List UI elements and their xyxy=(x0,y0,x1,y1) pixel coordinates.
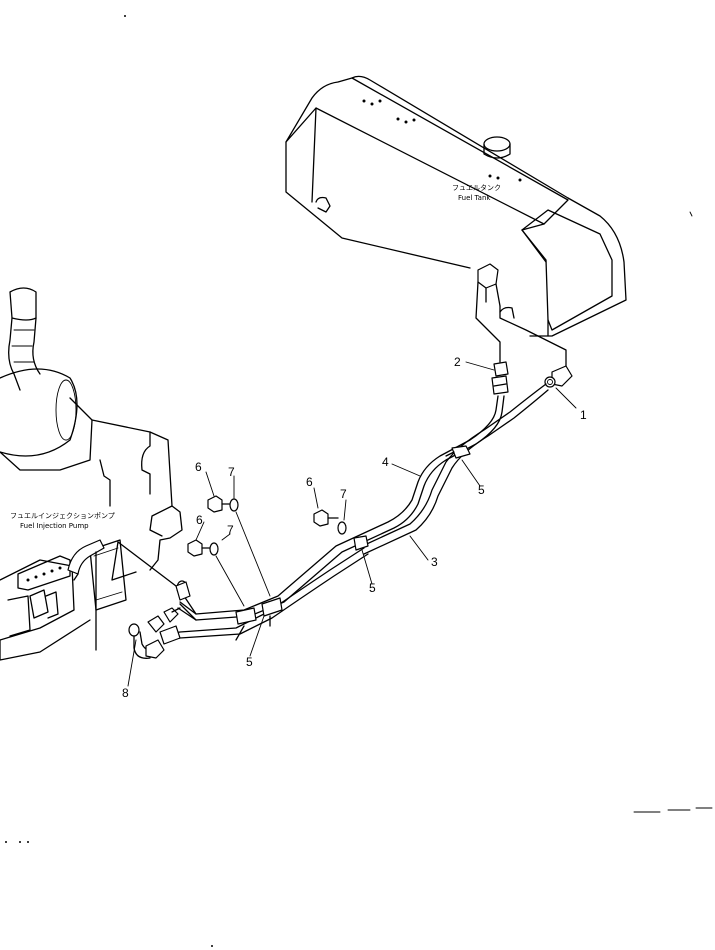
fuel-tank-label-en: Fuel Tank xyxy=(458,194,491,202)
connector-bolts xyxy=(147,607,181,645)
callout-5-lower: 5 xyxy=(246,655,253,669)
pump-upper-fitting xyxy=(175,580,191,601)
fitting-2 xyxy=(491,361,509,395)
fitting-1 xyxy=(544,365,573,388)
callout-3: 3 xyxy=(431,555,438,569)
callout-6-right: 6 xyxy=(306,475,313,489)
bolt-6-middle xyxy=(187,539,213,557)
callout-7-middle: 7 xyxy=(227,523,234,537)
callout-6-upper: 6 xyxy=(195,460,202,474)
callout-5-middle: 5 xyxy=(369,581,376,595)
bolt-6-right xyxy=(313,509,339,527)
callout-5-upper: 5 xyxy=(478,483,485,497)
engine-block xyxy=(0,287,183,661)
scan-marks xyxy=(5,15,713,947)
pump-label-en: Fuel Injection Pump xyxy=(20,522,89,530)
callout-4: 4 xyxy=(382,455,389,469)
fuel-tank-label-jp: フュエルタンク xyxy=(452,183,501,192)
clamp-5-upper xyxy=(445,445,471,459)
washer-7-middle xyxy=(209,542,219,556)
washer-7-right xyxy=(337,521,347,535)
callout-7-upper: 7 xyxy=(228,465,235,479)
pump-label: フュエルインジェクションポンプ Fuel Injection Pump xyxy=(10,512,115,530)
callout-6-middle: 6 xyxy=(196,513,203,527)
callout-1: 1 xyxy=(580,408,587,422)
bolt-6-upper xyxy=(207,495,233,513)
fuel-tank-label: フュエルタンク Fuel Tank xyxy=(452,183,501,202)
clamp-5-middle xyxy=(353,535,369,551)
callout-7-right: 7 xyxy=(340,487,347,501)
callout-numbers: 1 2 3 4 5 5 5 6 6 6 7 7 7 8 xyxy=(122,355,587,700)
banjo-bolt-8 xyxy=(128,623,165,659)
washer-7-upper xyxy=(229,498,239,512)
clamp-5-lower xyxy=(235,597,283,641)
fuel-tank xyxy=(285,75,627,367)
callout-8: 8 xyxy=(122,686,129,700)
fuel-lines xyxy=(169,383,549,641)
callout-2: 2 xyxy=(454,355,461,369)
assembly-lines xyxy=(215,511,271,607)
pump-label-jp: フュエルインジェクションポンプ xyxy=(10,512,115,520)
leader-lines xyxy=(127,361,577,687)
